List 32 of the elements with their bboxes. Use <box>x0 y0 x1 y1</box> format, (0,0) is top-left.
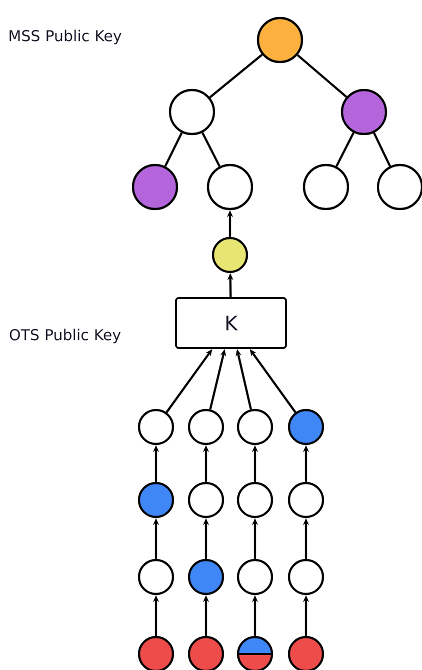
connector-line <box>373 132 391 167</box>
circle <box>138 482 174 518</box>
key-box: K <box>175 297 287 349</box>
connector-line <box>164 132 183 167</box>
connector-line <box>296 54 348 98</box>
circle <box>288 636 324 670</box>
circle <box>340 88 388 136</box>
circle <box>302 164 350 210</box>
circle <box>236 408 274 446</box>
circle <box>288 482 324 518</box>
circle <box>168 88 216 136</box>
circle <box>288 558 324 596</box>
circle <box>212 236 248 274</box>
circle <box>236 482 274 518</box>
circle <box>132 164 178 210</box>
circle <box>236 558 274 596</box>
circle <box>188 482 224 518</box>
circle <box>138 558 174 596</box>
circle <box>206 164 254 210</box>
key-label: OTS Public Key <box>10 328 121 344</box>
circle <box>188 558 224 596</box>
circle <box>138 408 174 446</box>
connector-line <box>201 132 221 167</box>
key-label: MSS Public Key <box>10 30 122 44</box>
connector-line <box>335 132 355 167</box>
circle <box>236 636 274 670</box>
circle <box>188 408 224 446</box>
connector-line <box>209 54 263 98</box>
circle <box>288 408 324 446</box>
circle <box>138 636 174 670</box>
circle <box>188 636 224 670</box>
circle <box>256 16 304 64</box>
